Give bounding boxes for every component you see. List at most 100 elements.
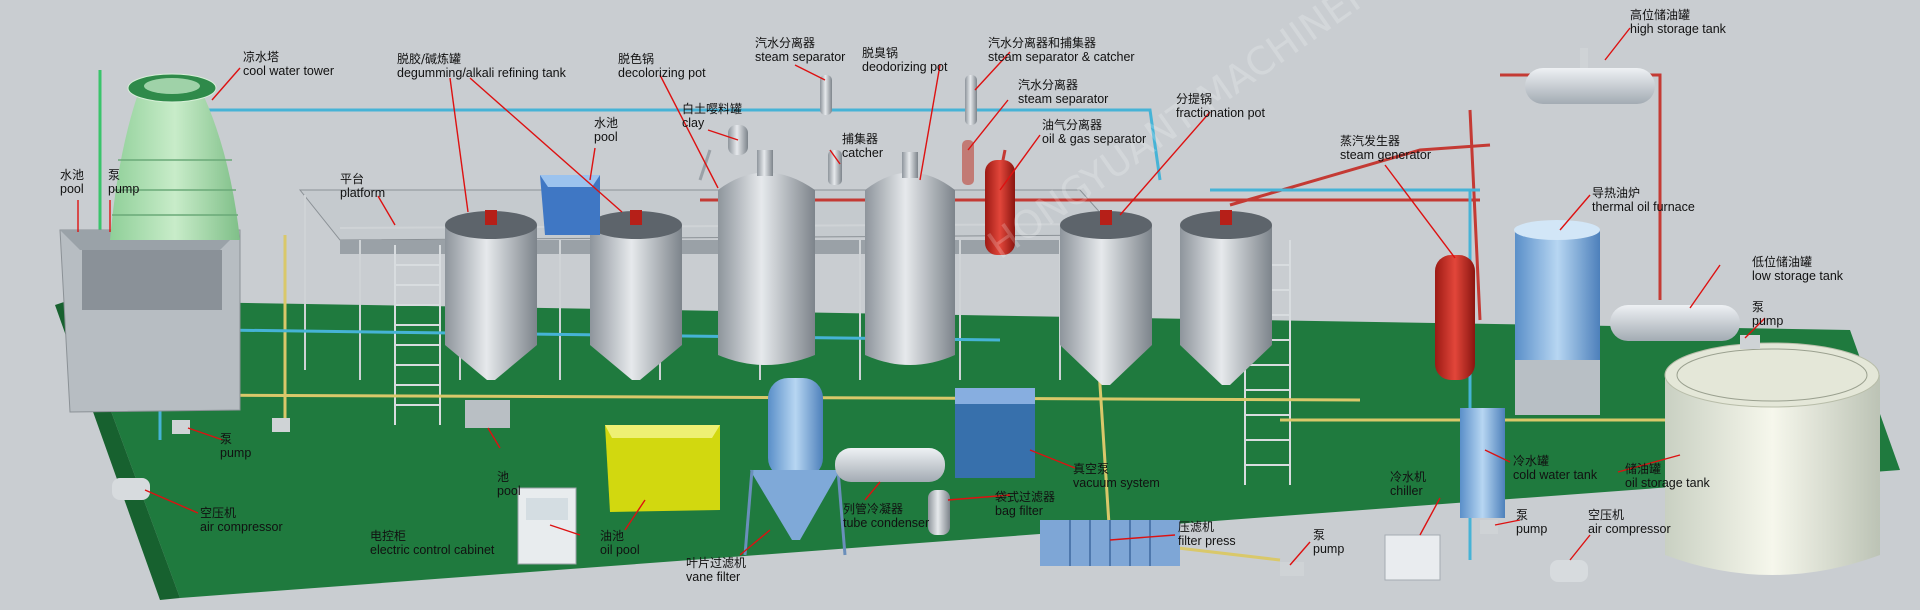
label-zh: 油气分离器 xyxy=(1042,118,1103,132)
label-en: deodorizing pot xyxy=(862,60,948,74)
label-en: electric control cabinet xyxy=(370,543,495,557)
tube-condenser-unit xyxy=(835,448,945,482)
label-en: bag filter xyxy=(995,504,1043,518)
label-zh: 脱色锅 xyxy=(618,52,655,66)
label-zh: 平台 xyxy=(340,172,365,186)
label-zh: 捕集器 xyxy=(842,132,879,146)
label-zh: 脱臭锅 xyxy=(862,46,899,60)
label-zh: 袋式过滤器 xyxy=(995,490,1056,504)
label-zh: 泵 xyxy=(1752,300,1765,314)
label-en: vacuum system xyxy=(1073,476,1160,490)
label-en: degumming/alkali refining tank xyxy=(397,66,566,80)
label-zh: 泵 xyxy=(1516,508,1529,522)
chiller-unit xyxy=(1384,534,1441,581)
label-zh: 油池 xyxy=(600,529,625,543)
vacuum-system-unit xyxy=(955,388,1035,478)
label-zh: 汽水分离器和捕集器 xyxy=(988,36,1097,50)
thermal-oil-furnace-unit xyxy=(1514,220,1600,415)
pool-bottom-unit xyxy=(465,400,510,428)
label-zh: 高位储油罐 xyxy=(1630,8,1691,22)
label-zh: 导热油炉 xyxy=(1592,186,1641,200)
label-en: oil & gas separator xyxy=(1042,132,1147,146)
label-en: steam separator xyxy=(755,50,846,64)
pump-left-unit xyxy=(172,420,190,434)
pump-right-bottom-unit xyxy=(1480,520,1498,534)
ladder-left xyxy=(394,245,441,425)
label-zh: 泵 xyxy=(1313,528,1326,542)
label-zh: 白土嘤料罐 xyxy=(682,102,743,116)
label-zh: 叶片过滤机 xyxy=(686,556,747,570)
label-zh: 空压机 xyxy=(200,506,237,520)
label-zh: 泵 xyxy=(220,432,233,446)
label-en: cool water tower xyxy=(243,64,335,78)
label-en: tube condenser xyxy=(843,516,930,530)
label-en: clay xyxy=(682,116,705,130)
cool-water-tower-unit xyxy=(110,73,240,240)
label-en: pump xyxy=(1313,542,1345,556)
steam-generator-unit xyxy=(1435,255,1475,380)
pool-left-unit xyxy=(59,229,241,413)
oil-gas-separator-unit xyxy=(985,160,1015,255)
label-zh: 冷水机 xyxy=(1390,470,1427,484)
pump-bottom-unit xyxy=(1280,562,1304,576)
high-storage-tank-unit xyxy=(1525,48,1655,104)
label-en: pool xyxy=(497,484,521,498)
label-en: pool xyxy=(60,182,84,196)
label-zh: 泵 xyxy=(108,168,121,182)
label-zh: 水池 xyxy=(594,116,619,130)
label-zh: 电控柜 xyxy=(370,529,407,543)
label-en: catcher xyxy=(842,146,883,160)
pool-center-unit xyxy=(540,175,600,235)
label-en: steam separator & catcher xyxy=(988,50,1135,64)
label-en: pump xyxy=(1752,314,1784,328)
oil-storage-tank-unit xyxy=(1664,342,1880,575)
label-en: low storage tank xyxy=(1752,269,1844,283)
catcher-unit xyxy=(828,150,842,185)
steam-separator-2-unit xyxy=(962,140,974,185)
bag-filter-unit xyxy=(928,490,950,535)
steam-separator-1-unit xyxy=(820,75,832,115)
label-zh: 空压机 xyxy=(1588,508,1625,522)
label-en: air compressor xyxy=(1588,522,1671,536)
label-en: steam separator xyxy=(1018,92,1109,106)
leader-lines xyxy=(77,27,1766,566)
tank-group xyxy=(445,150,1272,385)
label-en: pump xyxy=(1516,522,1548,536)
pump-right-unit xyxy=(1740,335,1760,349)
air-compressor-left-unit xyxy=(112,478,150,500)
label-zh: 分提锅 xyxy=(1176,92,1213,106)
low-storage-tank-unit xyxy=(1610,305,1740,341)
label-zh: 池 xyxy=(497,470,510,484)
label-zh: 列管冷凝器 xyxy=(843,502,904,516)
label-en: platform xyxy=(340,186,386,200)
label-zh: 水池 xyxy=(60,168,85,182)
label-zh: 汽水分离器 xyxy=(755,36,816,50)
vane-filter-unit xyxy=(743,378,847,556)
